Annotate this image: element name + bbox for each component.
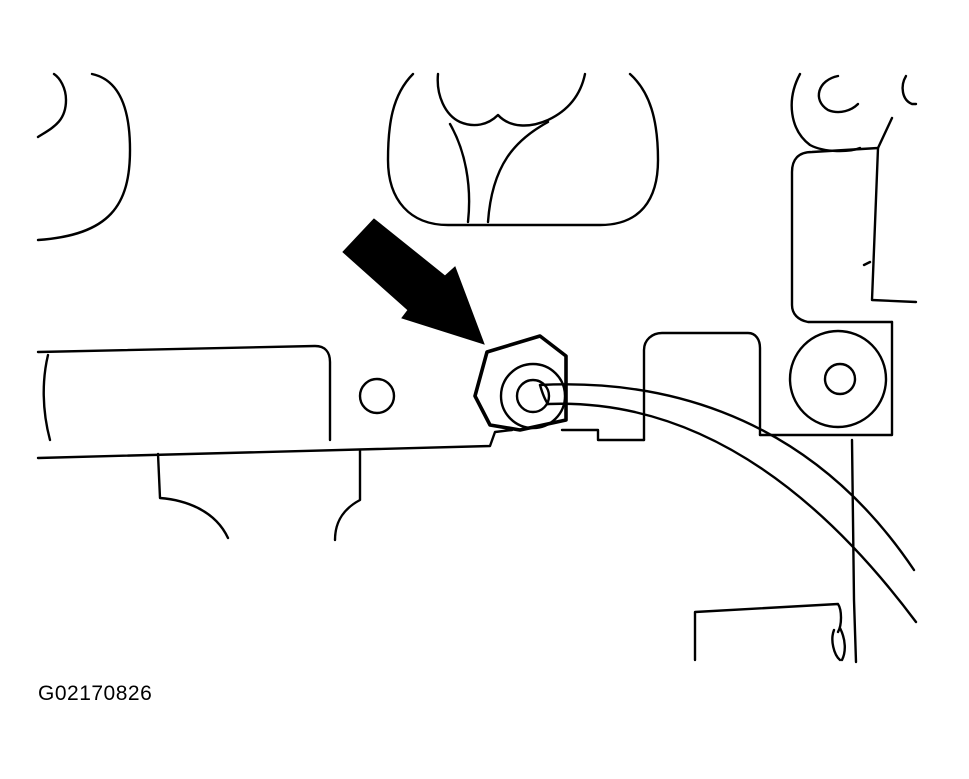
sender-unit [473,334,568,432]
right-boss [758,320,894,437]
upper-center-bore [386,72,660,227]
lower-right-bracket [693,438,858,664]
lower-left-casting [156,448,362,542]
sender-wire [538,383,918,624]
left-rail [36,344,514,460]
center-boss [560,331,762,442]
upper-left-casting [36,72,132,242]
figure-code: G02170826 [38,682,153,705]
upper-right-bracket [790,72,918,324]
arrow-icon [342,218,485,345]
